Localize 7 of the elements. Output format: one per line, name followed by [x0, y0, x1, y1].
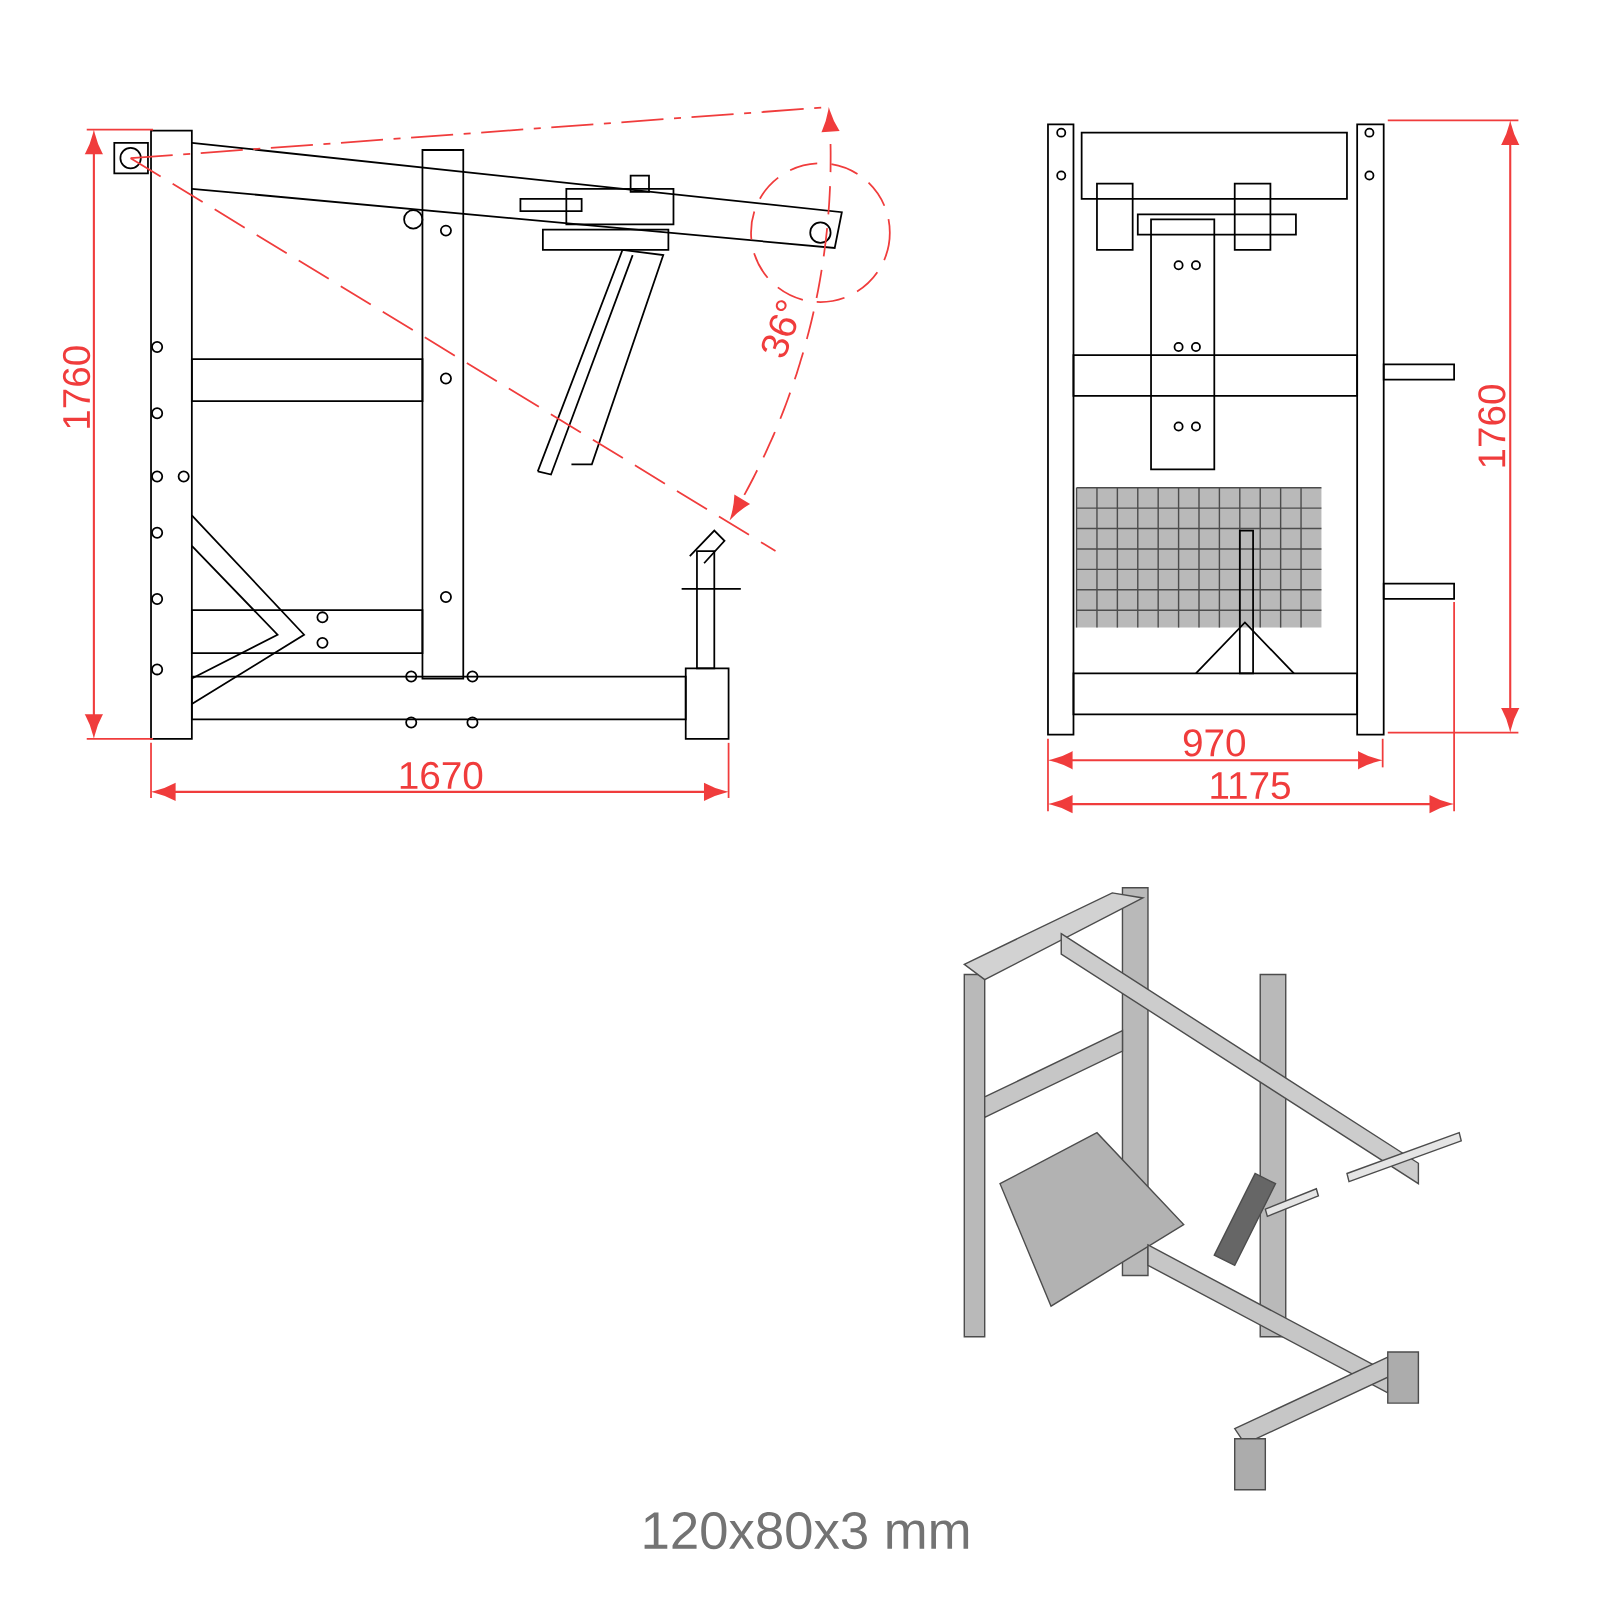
- dimension-text: 1670: [400, 761, 483, 790]
- dimension-text: 1760: [62, 346, 91, 428]
- dimension-text: 1760: [1478, 385, 1506, 467]
- dimension-text: 36°: [761, 300, 797, 358]
- note-text: 120x80x3 mm: [644, 1511, 969, 1550]
- dimension-text: 1175: [1211, 772, 1290, 800]
- dimension-text: 970: [1183, 729, 1245, 757]
